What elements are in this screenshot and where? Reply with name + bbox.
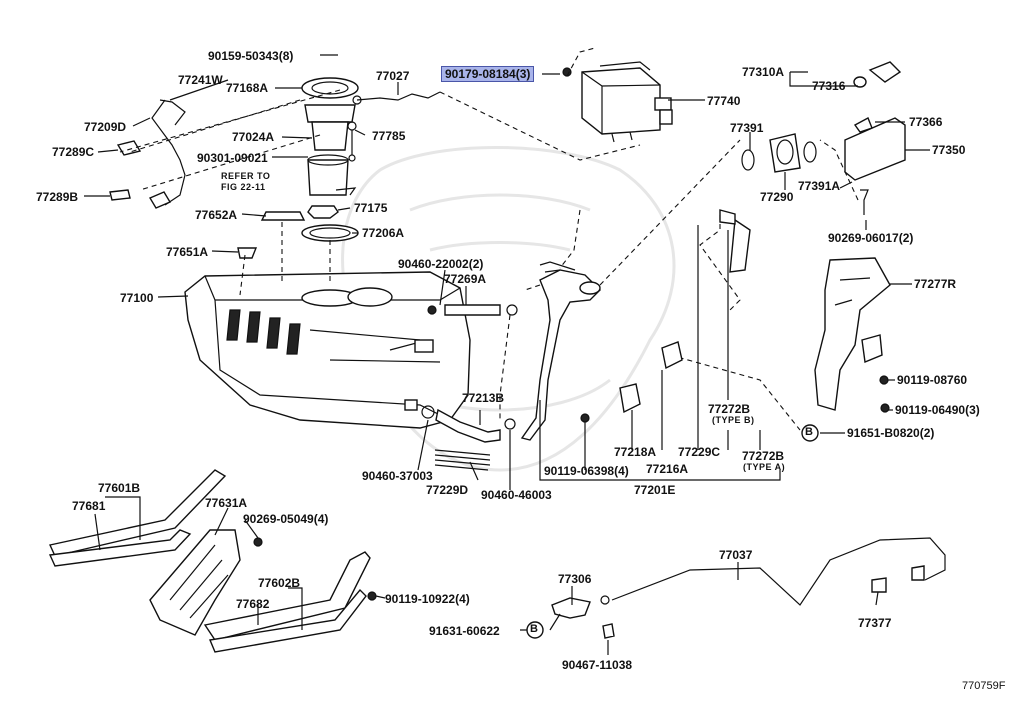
label-77175: 77175 [354,201,388,215]
bolt-90269-05049 [253,537,263,547]
hose-77213B [435,408,501,443]
protector-77631A [149,529,241,636]
filler-pipe-77201E [520,261,601,441]
dashed-leaders [119,47,859,431]
label-77209D: 77209D [84,120,127,134]
fuel-door-parts [741,61,906,215]
label-90460-46003: 90460-46003 [481,488,552,502]
clamp-90460-22002 [427,305,437,315]
hose-77269A [444,304,501,316]
label-77377: 77377 [858,616,892,630]
label-77602B: 77602B [258,576,301,590]
label-77682: 77682 [236,597,270,611]
label-90119-06398: 90119-06398(4) [544,464,629,478]
reference-lines [509,225,781,490]
label-77785: 77785 [372,129,406,143]
label-90119-10922: 90119-10922(4) [385,592,470,606]
label-77272B-type-a: 77272B [742,449,785,463]
label-91631-60622: 91631-60622 [429,624,500,638]
label-77681: 77681 [72,499,106,513]
label-77213B: 77213B [462,391,505,405]
label-77391: 77391 [730,121,764,135]
label-77201E: 77201E [634,483,676,497]
label-77168A: 77168A [226,81,269,95]
bolt-90119-10922 [367,591,377,601]
label-77269A: 77269A [444,272,487,286]
label-90460-37003: 90460-37003 [362,469,433,483]
label-90159-50343: 90159-50343(8) [208,49,294,63]
label-77289C: 77289C [52,145,95,159]
sender-gauge-77209D [109,99,186,209]
figure-id: 770759F [962,680,1006,692]
label-77277R: 77277R [914,277,957,291]
label-77290: 77290 [760,190,794,204]
label-77306: 77306 [558,572,592,586]
label-90119-08760: 90119-08760 [897,373,968,387]
label-77652A: 77652A [195,208,238,222]
charcoal-canister-77740 [562,61,673,143]
label-77216A: 77216A [646,462,689,476]
fuel-pump-assembly [237,77,359,259]
callout-b1-letter: B [805,426,813,438]
label-90119-06490: 90119-06490(3) [895,403,980,417]
label-type-b: (TYPE B) [712,415,755,425]
label-90179-08184[interactable]: 90179-08184(3) [441,66,535,82]
label-77206A: 77206A [362,226,405,240]
label-91651-B0820: 91651-B0820(2) [847,426,935,440]
clamp-90460-46003 [504,418,516,430]
label-77218A: 77218A [614,445,657,459]
label-77229C: 77229C [678,445,721,459]
label-77740: 77740 [707,94,741,108]
label-90467-11038: 90467-11038 [562,658,633,672]
callout-circle-b1 [801,424,819,442]
label-90269-06017: 90269-06017(2) [828,231,914,245]
callout-circle-b2 [526,621,544,639]
label-90460-22002: 90460-22002(2) [398,257,484,271]
label-77350: 77350 [932,143,966,157]
label-77024A: 77024A [232,130,275,144]
label-77272B-type-b: 77272B [708,402,751,416]
label-77037: 77037 [719,548,753,562]
label-77241W: 77241W [178,73,223,87]
label-refer-to: REFER TO [221,171,271,181]
opener-lever-77306 [551,597,615,639]
label-90301-09021: 90301-09021 [197,151,268,165]
label-77631A: 77631A [205,496,248,510]
label-77391A: 77391A [798,179,841,193]
tube-77027 [356,91,441,101]
tube-fitting [352,95,362,105]
label-leaders [84,54,930,655]
label-77027: 77027 [376,69,410,83]
opener-cable-77037 [600,537,946,606]
protector-77277R [814,257,891,413]
label-77316: 77316 [812,79,846,93]
label-77651A: 77651A [166,245,209,259]
label-77289B: 77289B [36,190,79,204]
protector-ribs [169,544,229,619]
label-fig-22-11: FIG 22-11 [221,182,266,192]
tank-bands [48,469,371,653]
hose-77229D [434,449,491,471]
label-77366: 77366 [909,115,943,129]
clamp-90460-37003 [421,405,435,419]
label-77310A: 77310A [742,65,785,79]
label-90269-05049: 90269-05049(4) [243,512,329,526]
filler-brackets [580,209,751,440]
clamp-b [506,304,518,316]
label-77229D: 77229D [426,483,469,497]
fuel-tank-77100 [184,271,471,429]
label-77601B: 77601B [98,481,141,495]
label-77100: 77100 [120,291,154,305]
callout-b2-letter: B [530,623,538,635]
label-type-a: (TYPE A) [743,462,786,472]
